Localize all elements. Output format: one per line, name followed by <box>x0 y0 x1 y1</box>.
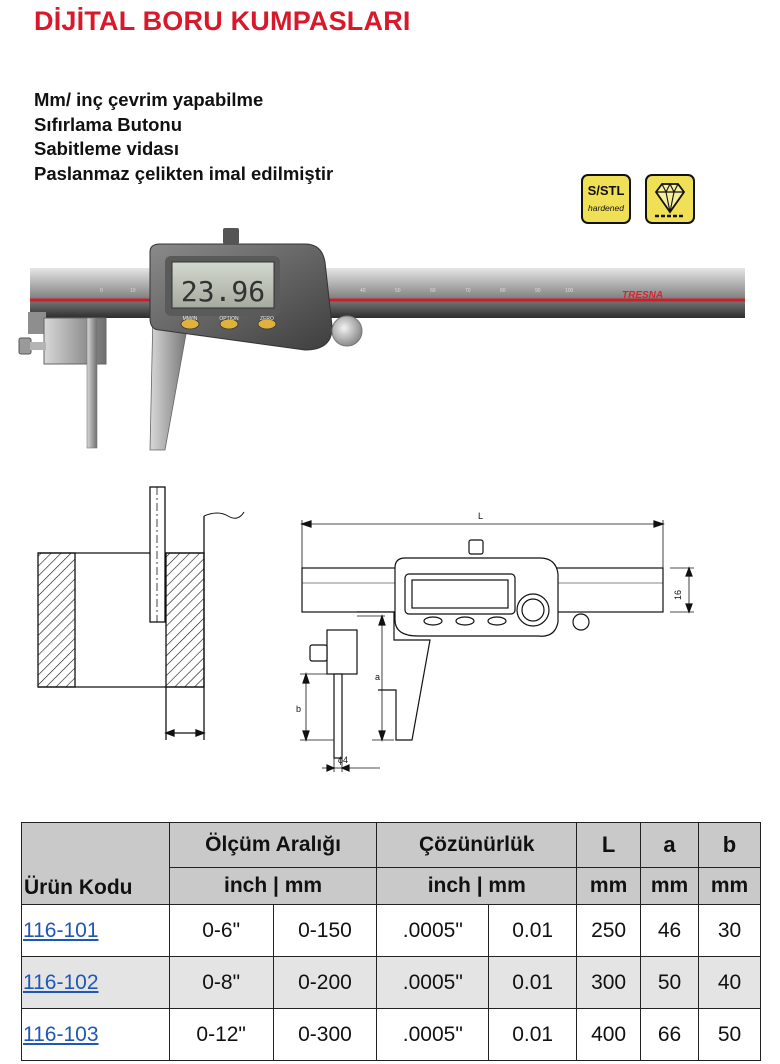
table-row: 116-101 0-6" 0-150 .0005" 0.01 250 46 30 <box>21 904 762 957</box>
header-resolution: Çözünürlük <box>376 822 578 868</box>
dimension-label-16: 16 <box>673 590 683 600</box>
feature-list: Mm/ inç çevrim yapabilme Sıfırlama Buton… <box>34 88 333 186</box>
header-product-code: Ürün Kodu <box>21 822 170 905</box>
feature-item: Paslanmaz çelikten imal edilmiştir <box>34 162 334 184</box>
header-L: L <box>576 822 642 868</box>
table-cell: 0.01 <box>488 1008 578 1061</box>
svg-text:MM/IN: MM/IN <box>183 316 198 322</box>
table-cell: .0005" <box>376 1008 490 1061</box>
spec-table: Ürün Kodu Ölçüm Aralığı Çözünürlük L a b… <box>21 822 762 1061</box>
header-resolution-units: inch | mm <box>376 867 578 905</box>
product-code-link[interactable]: 116-103 <box>23 1022 99 1046</box>
table-cell: 40 <box>697 956 762 1009</box>
badge-label: S/STL <box>587 183 625 198</box>
table-cell: 400 <box>576 1008 642 1061</box>
brand-logo: TRESNA <box>622 290 663 301</box>
header-b: b <box>697 822 762 868</box>
table-cell: 0-300 <box>272 1008 378 1061</box>
feature-item: Mm/ inç çevrim yapabilme <box>34 89 264 110</box>
table-cell: 0-200 <box>272 956 378 1009</box>
lcd-readout: 23.96 <box>181 275 265 308</box>
page-title: DİJİTAL BORU KUMPASLARI <box>34 6 411 36</box>
header-L-units: mm <box>576 867 642 905</box>
diamond-badge <box>645 174 695 224</box>
svg-text:80: 80 <box>500 288 506 294</box>
table-cell: 0-12" <box>168 1008 274 1061</box>
svg-text:70: 70 <box>465 288 471 294</box>
table-cell: 50 <box>697 1008 762 1061</box>
svg-text:100: 100 <box>565 288 574 294</box>
svg-text:50: 50 <box>395 288 401 294</box>
svg-text:40: 40 <box>360 288 366 294</box>
table-cell: 0.01 <box>488 956 578 1009</box>
dimension-label-a: a <box>375 672 380 682</box>
header-range-units: inch | mm <box>168 867 378 905</box>
svg-text:ZERO: ZERO <box>260 316 274 322</box>
product-code-link[interactable]: 116-102 <box>23 970 99 994</box>
caliper-dimension-drawing <box>300 520 694 772</box>
technical-drawing: L 16 a b ϕ4 <box>37 486 694 772</box>
header-range: Ölçüm Aralığı <box>168 822 378 868</box>
table-cell: 50 <box>640 956 699 1009</box>
dimension-label-pin: ϕ4 <box>338 755 348 765</box>
caliper-buttons: MM/IN OPTION ZERO <box>180 316 277 330</box>
table-cell: 0.01 <box>488 904 578 957</box>
table-cell: 46 <box>640 904 699 957</box>
header-a-units: mm <box>640 867 699 905</box>
badge-sublabel: hardened <box>588 203 624 213</box>
table-cell: .0005" <box>376 904 490 957</box>
table-cell: 0-6" <box>168 904 274 957</box>
table-cell: 0-150 <box>272 904 378 957</box>
table-cell: .0005" <box>376 956 490 1009</box>
table-cell: 0-8" <box>168 956 274 1009</box>
table-cell: 30 <box>697 904 762 957</box>
header-b-units: mm <box>697 867 762 905</box>
sstl-hardened-badge: S/STL hardened <box>581 174 631 224</box>
pipe-section-drawing <box>37 486 245 740</box>
product-code-link[interactable]: 116-101 <box>23 918 99 942</box>
diamond-icon <box>654 182 686 218</box>
feature-item: Sıfırlama Butonu <box>34 113 183 135</box>
svg-text:90: 90 <box>535 288 541 294</box>
dimension-label-L: L <box>478 511 483 521</box>
svg-text:0: 0 <box>100 288 103 294</box>
svg-text:60: 60 <box>430 288 436 294</box>
svg-text:10: 10 <box>130 288 136 294</box>
feature-item: Sabitleme vidası <box>34 138 179 159</box>
table-row: 116-102 0-8" 0-200 .0005" 0.01 300 50 40 <box>21 956 762 1009</box>
svg-text:OPTION: OPTION <box>219 316 239 322</box>
table-row: 116-103 0-12" 0-300 .0005" 0.01 400 66 5… <box>21 1008 762 1061</box>
header-a: a <box>640 822 699 868</box>
table-cell: 300 <box>576 956 642 1009</box>
dimension-label-b: b <box>296 704 301 714</box>
table-cell: 250 <box>576 904 642 957</box>
caliper-photo: 0 10 40 50 60 70 80 90 100 TRESNA 23.96 MM/IN … <box>18 228 745 451</box>
table-cell: 66 <box>640 1008 699 1061</box>
